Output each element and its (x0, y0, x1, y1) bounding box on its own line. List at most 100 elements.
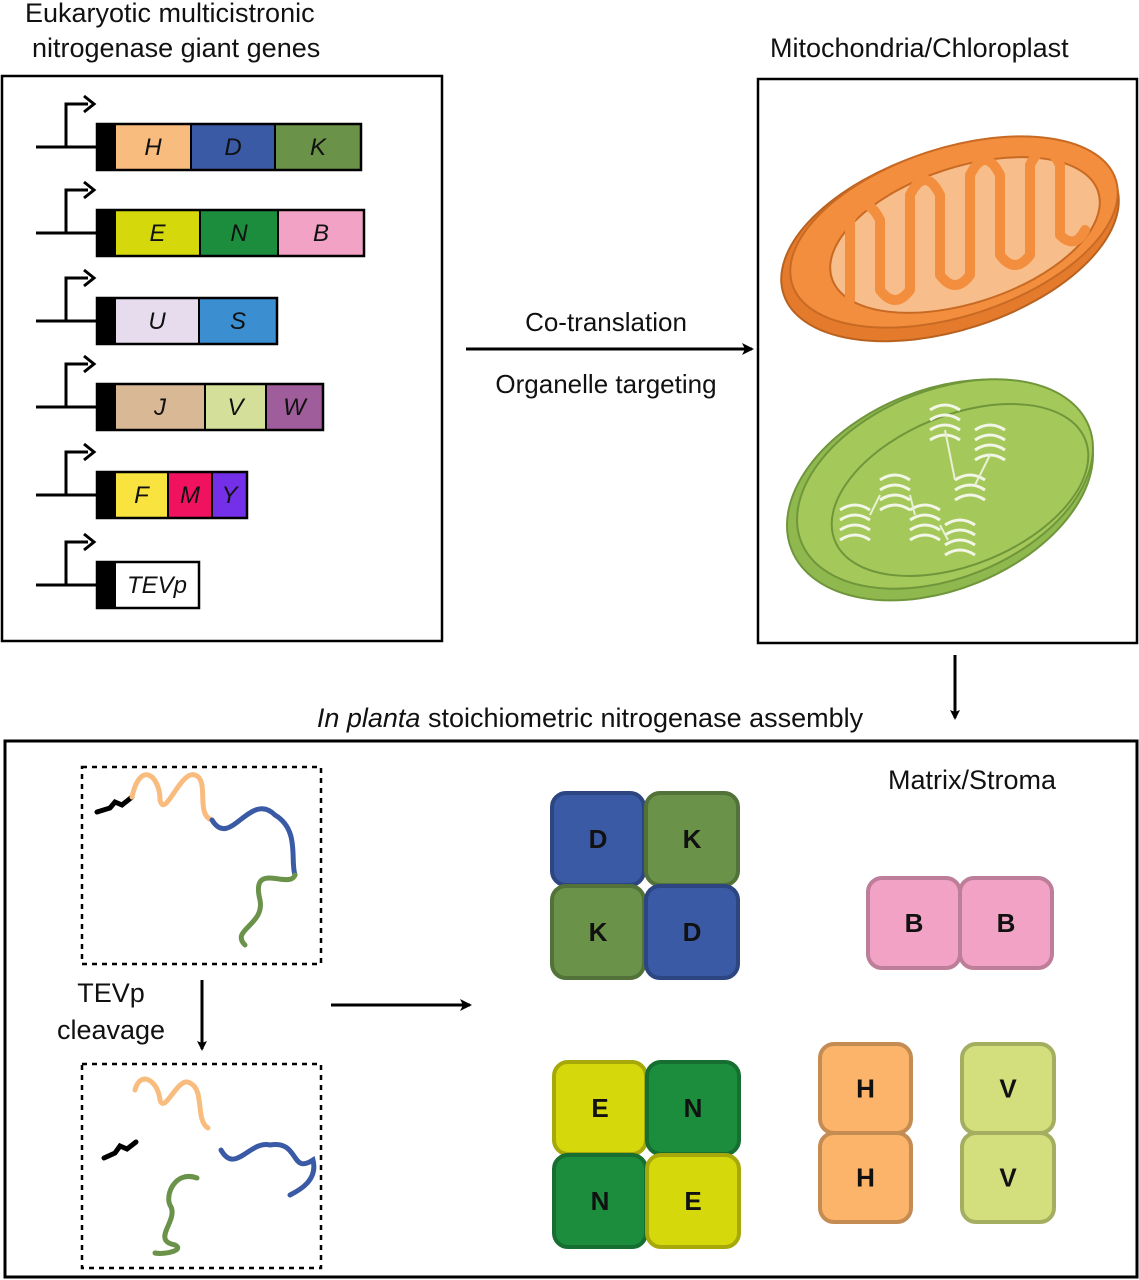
subunit-block (960, 1131, 1056, 1224)
organelle-panel (756, 77, 1139, 645)
gene-segment (114, 297, 200, 345)
assembly-title-italic: In planta (317, 703, 421, 733)
subunit-label: N (684, 1093, 703, 1123)
targeting-signal (97, 384, 115, 430)
gene-segment-label: B (313, 220, 329, 247)
cassette-outline (95, 382, 325, 432)
subunit-block (644, 884, 740, 980)
gene-segment-label: F (134, 482, 150, 509)
promoter-arrowhead (83, 532, 97, 552)
polyprotein-box (80, 765, 323, 966)
promoter-arrowhead (83, 180, 97, 200)
genes-panel (0, 74, 444, 643)
mitochondrion (780, 135, 1120, 343)
subunit-label: H (856, 1163, 875, 1193)
genes-title-line2: nitrogenase giant genes (32, 33, 320, 63)
arrow-label-bottom: Organelle targeting (495, 369, 716, 399)
assembly-title-rest: stoichiometric nitrogenase assembly (420, 703, 863, 733)
targeting-signal (97, 562, 115, 608)
subunit-h: H (818, 1042, 913, 1135)
organelle-title: Mitochondria/Chloroplast (770, 33, 1069, 63)
subunit-n: N (645, 1060, 741, 1156)
gene-segment-label: TEVp (127, 572, 187, 599)
promoter-arrowhead (83, 354, 97, 374)
gene-segment-label: E (149, 220, 166, 247)
assembly-panel (3, 739, 1139, 1279)
subunit-b: B (958, 876, 1054, 970)
gene-segment-label: J (153, 394, 167, 421)
nitrogenase-complexes: D K K D B B E N N E H H V V (550, 791, 1056, 1249)
subunit-v: V (960, 1131, 1056, 1224)
subunit-label: V (999, 1074, 1017, 1104)
cleaved-box (80, 1062, 323, 1270)
targeting-signal (97, 124, 115, 170)
gene-segment (277, 209, 365, 257)
cassette-outline (95, 208, 366, 258)
cassette-outline (95, 470, 249, 520)
subunit-label: N (591, 1186, 610, 1216)
gene-segment-label: N (230, 220, 248, 247)
subunit-e: E (645, 1153, 741, 1249)
subunit-v: V (960, 1042, 1056, 1135)
subunit-label: H (856, 1074, 875, 1104)
subunit-label: D (589, 824, 608, 854)
genes-title-line1: Eukaryotic multicistronic (25, 0, 315, 28)
subunit-k: K (644, 791, 740, 887)
subunit-e: E (552, 1060, 648, 1156)
polyprotein-chain (94, 772, 298, 948)
promoter-arrow (64, 188, 88, 233)
subunit-block (818, 1131, 913, 1224)
gene-segment-label: V (227, 394, 245, 421)
targeting-signal (97, 298, 115, 344)
cassette-outline (95, 560, 201, 610)
targeting-signal (97, 472, 115, 518)
gene-segment (114, 471, 169, 519)
promoter-arrow (64, 276, 88, 321)
gene-segment-label: H (144, 134, 162, 161)
gene-segment-label: D (224, 134, 241, 161)
promoter-arrowhead (83, 94, 97, 114)
cleavage-line1: TEVp (77, 978, 145, 1008)
promoter-arrow (64, 450, 88, 495)
arrow-label-top: Co-translation (525, 307, 687, 337)
subunit-k: K (550, 884, 646, 980)
subunit-label: K (683, 824, 702, 854)
assembly-title: In planta stoichiometric nitrogenase ass… (317, 703, 864, 733)
cleaved-chains (101, 1076, 317, 1256)
subunit-n: N (552, 1153, 648, 1249)
promoter-arrowhead (83, 268, 97, 288)
gene-segment-label: S (230, 308, 246, 335)
subunit-label: B (997, 908, 1016, 938)
chloroplast (785, 378, 1095, 602)
cassette-outline (95, 122, 363, 172)
gene-segment-label: Y (221, 482, 239, 509)
gene-segment-label: M (180, 482, 200, 509)
subunit-label: E (591, 1093, 608, 1123)
subunit-label: V (999, 1163, 1017, 1193)
promoter-arrowhead (83, 442, 97, 462)
promoter-arrow (64, 362, 88, 407)
matrix-label: Matrix/Stroma (888, 765, 1057, 795)
subunit-d: D (550, 791, 646, 887)
gene-segment-label: W (283, 394, 308, 421)
subunit-block (958, 876, 1054, 970)
gene-segment (114, 209, 201, 257)
subunit-h: H (818, 1131, 913, 1224)
gene-segment-label: K (310, 134, 327, 161)
promoter-arrow (64, 540, 88, 585)
subunit-block (645, 1153, 741, 1249)
subunit-label: E (684, 1186, 701, 1216)
subunit-d: D (644, 884, 740, 980)
subunit-label: D (683, 917, 702, 947)
cassette-outline (95, 296, 279, 346)
subunit-b: B (866, 876, 962, 970)
promoter-arrow (64, 102, 88, 147)
subunit-label: K (589, 917, 608, 947)
